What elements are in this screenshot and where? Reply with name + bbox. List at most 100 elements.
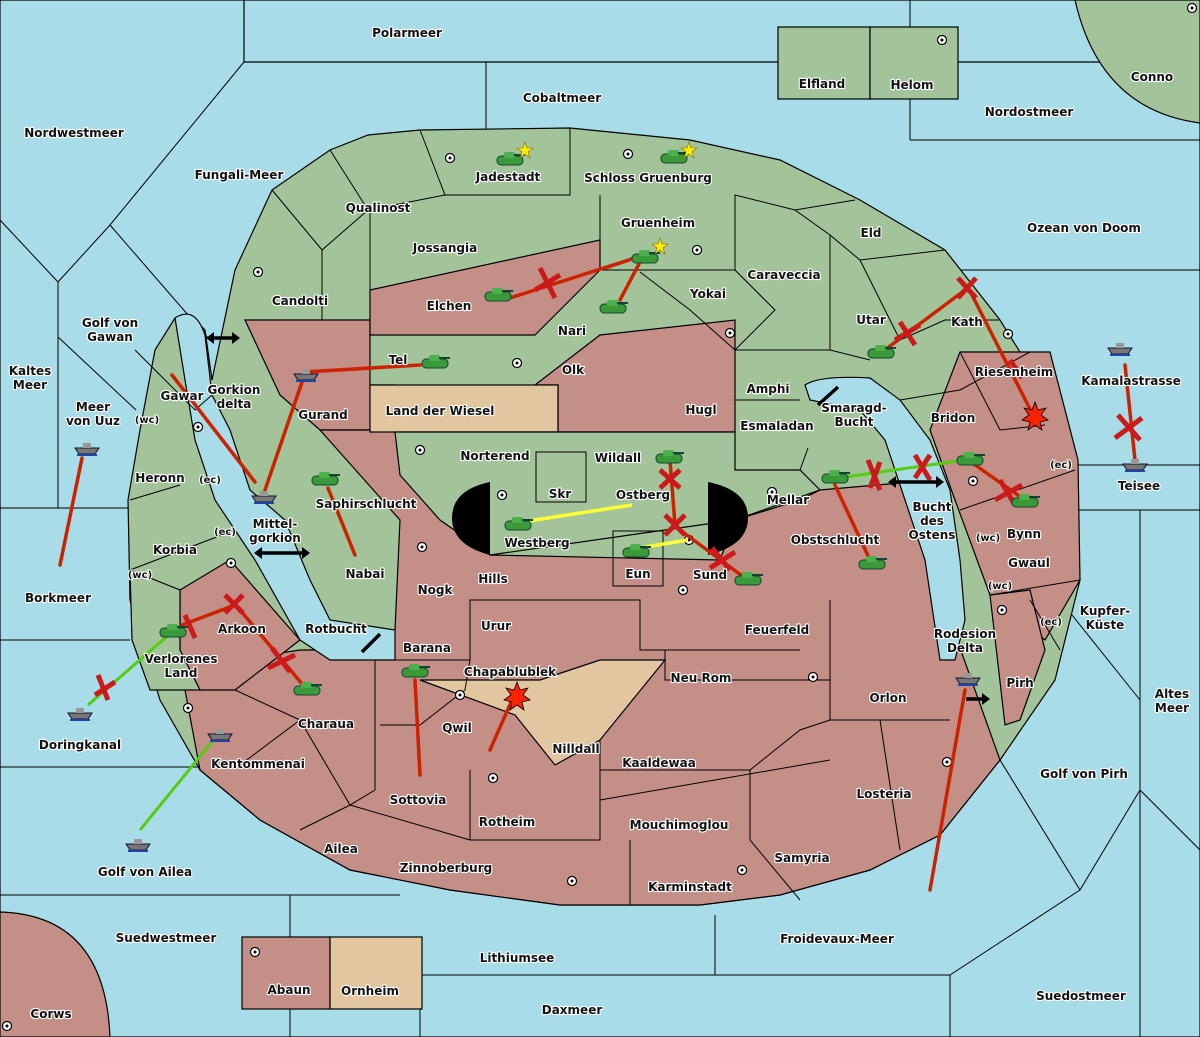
territory-label: Norterend — [460, 449, 529, 463]
army-unit[interactable] — [858, 556, 887, 570]
sea-label: von Uuz — [66, 414, 120, 428]
army-unit[interactable] — [631, 250, 660, 264]
move-arrow — [970, 293, 1034, 415]
territory-label: Korbia — [153, 543, 197, 557]
move-arrow — [618, 260, 642, 302]
sea-label: Doringkanal — [39, 738, 121, 752]
territory-label: Nilldall — [552, 742, 599, 756]
supply-center-icon — [454, 689, 466, 701]
fleet-unit[interactable] — [1122, 459, 1148, 472]
territory-label: Land — [165, 666, 198, 680]
sea-label: gorkion — [249, 531, 301, 545]
territory-label: Esmaladan — [740, 419, 813, 433]
sea-label: delta — [217, 397, 252, 411]
army-unit[interactable] — [599, 300, 628, 314]
fleet-unit[interactable] — [293, 369, 319, 382]
territory-label: Amphi — [746, 382, 789, 396]
territory-label: Candolti — [272, 294, 328, 308]
territory-label: Bridon — [931, 411, 976, 425]
territory-label: Gwaul — [1008, 556, 1050, 570]
coast-tag: (wc) — [135, 415, 159, 426]
explosion-icon — [503, 680, 531, 711]
territory-label: Kentommenai — [211, 757, 305, 771]
region-land-der-wiesel[interactable] — [369, 384, 559, 433]
sea-label: Gorkion — [208, 383, 261, 397]
supply-center-icon — [1002, 328, 1014, 340]
coast-tag: (ec) — [1040, 617, 1062, 628]
sea-label: Küste — [1086, 618, 1125, 632]
territory-label: Nogk — [418, 583, 454, 597]
army-unit[interactable] — [956, 452, 985, 466]
region-nilldall[interactable] — [419, 659, 667, 766]
territory-label: Hugl — [685, 403, 716, 417]
supply-center-icon — [677, 584, 689, 596]
sea-label: Mittel- — [253, 517, 298, 531]
move-arrow — [678, 528, 747, 580]
army-unit[interactable] — [622, 544, 651, 558]
sea-label: Borkmeer — [25, 591, 91, 605]
sea-label: Altes — [1155, 687, 1189, 701]
sea-label: Meer — [76, 400, 110, 414]
territory-label: Elfland — [799, 77, 845, 91]
army-unit[interactable] — [660, 150, 689, 164]
sea-label: Cobaltmeer — [523, 91, 601, 105]
army-unit[interactable] — [655, 450, 684, 464]
territory-label: Teisee — [1118, 479, 1160, 493]
army-unit[interactable] — [293, 682, 322, 696]
move-arrow — [603, 256, 637, 270]
army-unit[interactable] — [734, 572, 763, 586]
army-unit[interactable] — [821, 470, 850, 484]
army-unit[interactable] — [421, 355, 450, 369]
fleet-unit[interactable] — [1107, 343, 1133, 356]
region-elfland[interactable] — [777, 26, 871, 100]
sea-label: Suedwestmeer — [116, 931, 217, 945]
territory-label: Nabai — [346, 567, 385, 581]
territory-label: Qualinost — [346, 201, 411, 215]
fleet-unit[interactable] — [251, 491, 277, 504]
territory-label: Yokai — [689, 287, 726, 301]
territory-label: Sottovia — [390, 793, 447, 807]
move-arrow — [58, 456, 84, 567]
region-corws[interactable] — [0, 911, 111, 1037]
star-icon — [516, 141, 534, 159]
territory-label: Qwil — [442, 721, 472, 735]
army-unit[interactable] — [159, 624, 188, 638]
territory-label: Land der Wiesel — [386, 404, 495, 418]
sea-label: Golf von — [82, 316, 138, 330]
territory-label: Corws — [30, 1007, 71, 1021]
sea-label: Meer — [13, 378, 47, 392]
army-unit[interactable] — [401, 664, 430, 678]
fleet-unit[interactable] — [67, 708, 93, 721]
fleet-unit[interactable] — [74, 443, 100, 456]
territory-label: Mouchimoglou — [630, 818, 729, 832]
fleet-unit[interactable] — [207, 729, 233, 742]
territory-label: Jadestadt — [475, 170, 541, 184]
sea-label: des — [920, 514, 944, 528]
region-ornheim[interactable] — [329, 936, 423, 1010]
territory-label: Eun — [625, 567, 650, 581]
army-unit[interactable] — [484, 288, 513, 302]
support-line — [138, 737, 217, 831]
army-unit[interactable] — [867, 345, 896, 359]
territory-label: Skr — [549, 487, 572, 501]
region-pirh[interactable] — [989, 589, 1046, 726]
fleet-unit[interactable] — [955, 673, 981, 686]
territory-label: Wildall — [595, 451, 641, 465]
supply-center-icon — [416, 541, 428, 553]
sea-label: Smaragd- — [821, 401, 886, 415]
supply-center-icon — [511, 357, 523, 369]
star-icon — [651, 237, 669, 255]
army-unit[interactable] — [504, 517, 533, 531]
army-unit[interactable] — [311, 472, 340, 486]
supply-center-icon — [691, 244, 703, 256]
fleet-unit[interactable] — [125, 839, 151, 852]
territory-label: Feuerfeld — [745, 623, 810, 637]
territory-label: Barana — [403, 641, 451, 655]
region-conno[interactable] — [1074, 0, 1200, 124]
supply-center-icon — [736, 864, 748, 876]
army-unit[interactable] — [496, 152, 525, 166]
army-unit[interactable] — [1011, 494, 1040, 508]
move-arrow — [413, 678, 422, 777]
territory-label: Elchen — [427, 299, 472, 313]
territory-label: Riesenheim — [975, 365, 1054, 379]
